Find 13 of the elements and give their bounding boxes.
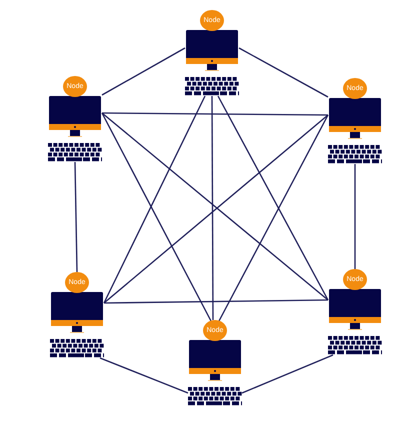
connector-line xyxy=(103,96,206,304)
connector-line xyxy=(218,114,329,322)
connector-line xyxy=(354,164,356,269)
connector-line xyxy=(102,47,186,96)
connector-line xyxy=(242,354,334,394)
connector-line xyxy=(104,299,328,304)
connector-line xyxy=(101,112,212,322)
connector-line xyxy=(238,47,328,98)
connector-line xyxy=(100,357,188,394)
connector-line xyxy=(102,112,328,116)
connector-line xyxy=(211,96,214,320)
connector-line xyxy=(217,96,329,300)
connector-line xyxy=(74,162,78,272)
